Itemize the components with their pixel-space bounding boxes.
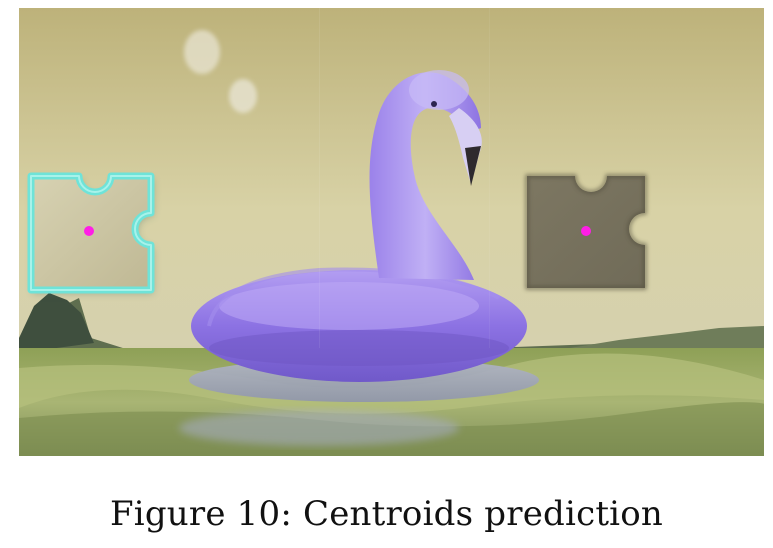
lens-flare: [229, 79, 257, 113]
water-reflection: [179, 410, 459, 446]
photo-texture: [319, 8, 320, 348]
flamingo-float: [191, 70, 527, 382]
centroid-marker-predicted: [84, 226, 94, 236]
photo-texture: [489, 8, 490, 348]
figure-image: [19, 8, 764, 456]
grass-texture: [19, 353, 764, 414]
right-hills: [539, 326, 764, 353]
centroid-marker-target: [581, 226, 591, 236]
lens-flare: [184, 30, 220, 74]
figure-caption: Figure 10: Centroids prediction: [109, 494, 664, 534]
left-bushes: [19, 293, 94, 353]
